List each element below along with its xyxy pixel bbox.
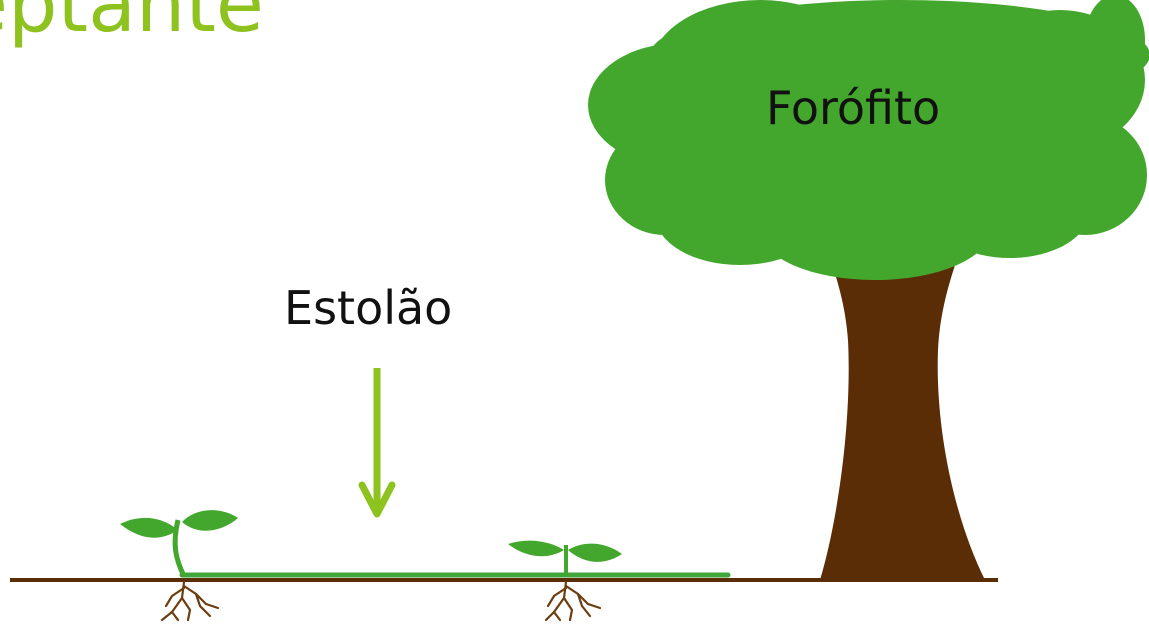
stolon-arrow	[358, 368, 396, 518]
slide-title: eptante	[0, 0, 264, 50]
tree-trunk	[820, 250, 985, 580]
seedling-left-roots	[160, 580, 220, 622]
tree-canopy	[588, 0, 1149, 280]
seedling-left-leaf	[120, 517, 178, 538]
seedling-right-leaf	[508, 540, 564, 557]
tree	[588, 0, 1149, 580]
seedling-left-leaf	[182, 510, 238, 531]
stolon-label: Estolão	[284, 281, 453, 335]
seedling-right-leaf	[568, 543, 622, 562]
tree-label: Forófito	[766, 81, 941, 135]
seedling-left-stem	[172, 519, 187, 578]
seedling-right	[508, 540, 622, 622]
seedling-right-roots	[544, 580, 602, 622]
seedling-left	[120, 510, 238, 622]
